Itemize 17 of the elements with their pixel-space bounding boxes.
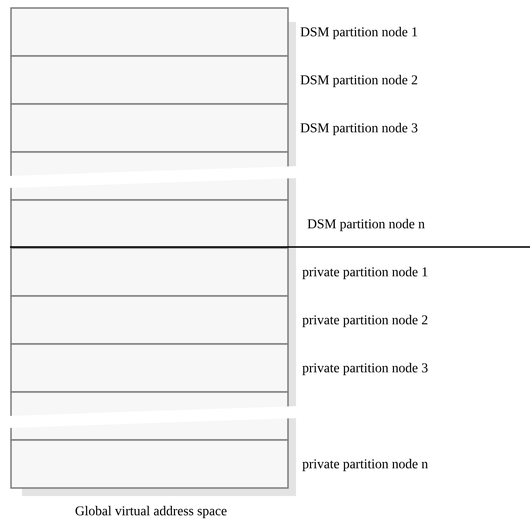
memory-block — [10, 295, 289, 345]
memory-block — [10, 7, 289, 57]
partition-label: DSM partition node 1 — [300, 26, 418, 40]
partition-label: private partition node n — [302, 458, 428, 472]
partition-label: DSM partition node 2 — [300, 74, 418, 88]
memory-block — [10, 103, 289, 153]
caption: Global virtual address space — [76, 506, 227, 518]
partition-label: private partition node 3 — [302, 362, 428, 376]
memory-block — [10, 343, 289, 393]
partition-label: DSM partition node 3 — [300, 122, 418, 136]
memory-block — [10, 247, 289, 297]
memory-block — [10, 199, 289, 249]
partition-label: DSM partition node n — [308, 218, 425, 232]
partition-label: private partition node 2 — [302, 314, 428, 328]
memory-block — [10, 439, 289, 489]
partition-label: private partition node 1 — [302, 266, 428, 280]
memory-block — [10, 55, 289, 105]
